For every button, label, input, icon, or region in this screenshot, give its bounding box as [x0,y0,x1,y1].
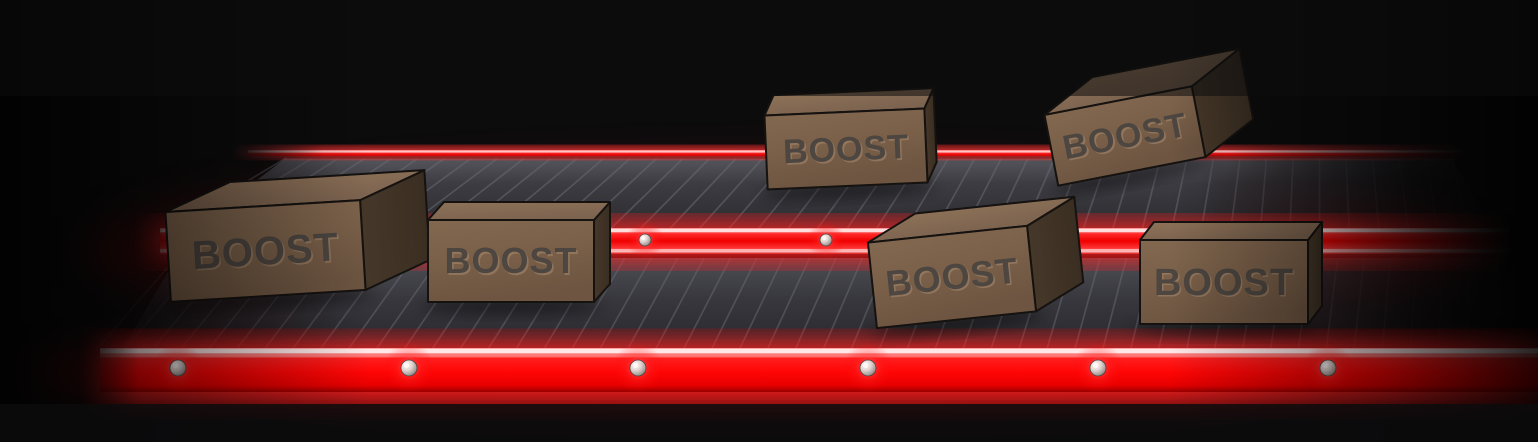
rivet-bolt [629,359,647,377]
rivet-highlight [403,362,410,369]
rivet-bolt [859,359,877,377]
crate-top-face [427,201,611,221]
rivet-bolt [1089,359,1107,377]
rivet-highlight [172,362,179,369]
crate-label: BOOST [1154,262,1294,304]
crate-label: BOOST [782,128,909,171]
rivet-bolt [1319,359,1337,377]
rivet-bolt [400,359,418,377]
rivet-highlight [641,236,646,241]
bottom-darkener [0,404,1538,442]
rivet-highlight [1092,362,1099,369]
top-darkener [0,0,1538,96]
rivet-highlight [822,236,827,241]
rivet-bolt [819,233,833,247]
rivet-highlight [862,362,869,369]
rivet-bolt [169,359,187,377]
crate-label: BOOST [444,240,577,281]
rivet-highlight [1322,362,1329,369]
crate-top-face [1139,221,1323,241]
rivet-highlight [632,362,639,369]
rail-bottom [70,336,1538,412]
rivet-bolt [638,233,652,247]
crate-label: BOOST [191,225,341,278]
